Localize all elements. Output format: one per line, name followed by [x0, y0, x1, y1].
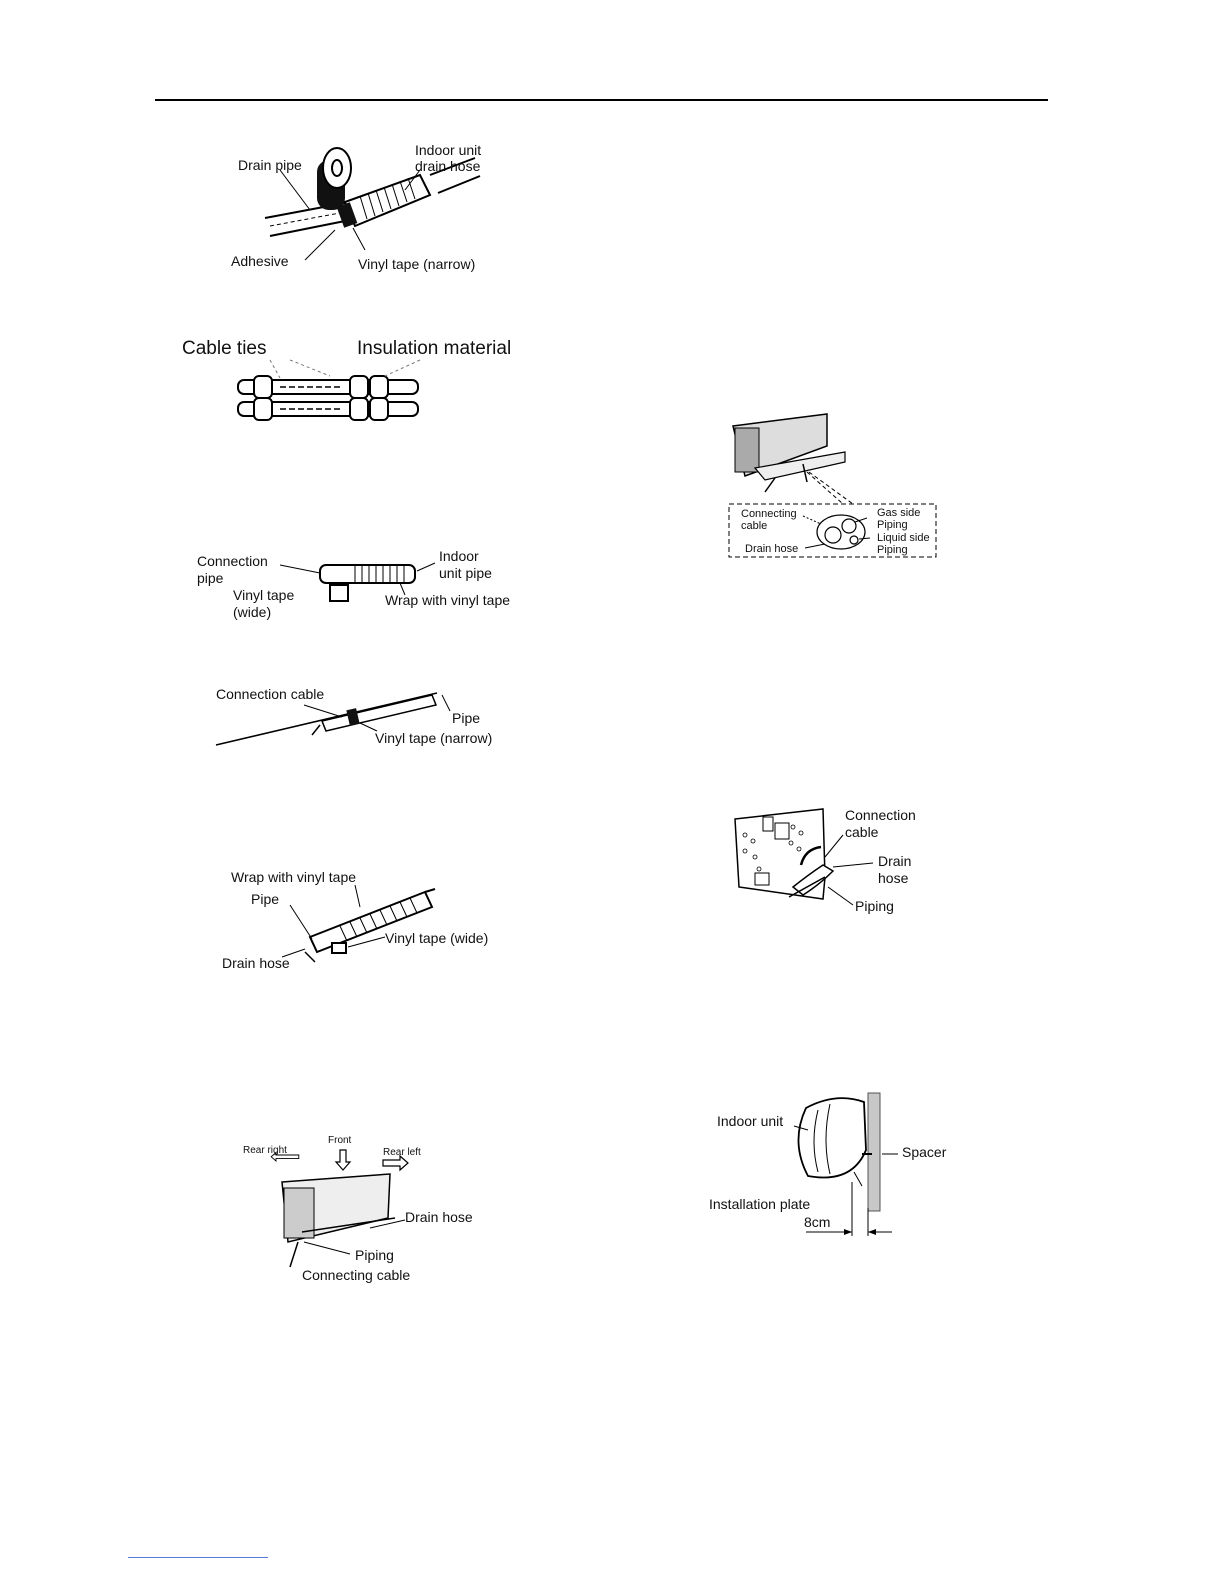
label-indoor: Indoor	[439, 548, 479, 564]
figure-piping-cross-section: Connecting cable Gas side Piping Liquid …	[725, 412, 940, 560]
label-spacer: Spacer	[902, 1144, 947, 1160]
label-front: Front	[328, 1135, 352, 1146]
label-cable: cable	[845, 824, 879, 840]
label-piping: Piping	[355, 1247, 394, 1263]
label-connecting: Connecting	[741, 508, 797, 520]
label-drain-hose: drain hose	[415, 158, 481, 174]
figure-installation-plate-spacing: Indoor unit Spacer Installation plate 8c…	[706, 1090, 966, 1240]
label-connecting-cable: Connecting cable	[302, 1267, 411, 1283]
figure-connection-cable: Connection cable Pipe Vinyl tape (narrow…	[212, 683, 532, 753]
figure-connection-pipe-wrap: Connection pipe Indoor unit pipe Vinyl t…	[195, 545, 535, 625]
figure-wrap-pipe-drain-hose: Wrap with vinyl tape Pipe Vinyl tape (wi…	[220, 867, 520, 977]
label-pipe: pipe	[197, 570, 224, 586]
wrap-pipe-illustration	[281, 884, 436, 963]
label-wide: (wide)	[233, 604, 272, 620]
label-drain-pipe: Drain pipe	[238, 157, 302, 173]
drain-pipe-illustration	[264, 147, 481, 261]
figure-drain-pipe-taping: Drain pipe Indoor unit drain hose Adhesi…	[225, 140, 515, 280]
figure-piping-directions: Rear right Front Rear left Drain hose Pi…	[240, 1132, 490, 1287]
label-indoor-unit: Indoor unit	[717, 1113, 784, 1129]
label-drain: Drain	[878, 853, 912, 869]
label-drain-hose: Drain hose	[222, 955, 290, 971]
label-liquid-side: Liquid side	[877, 532, 930, 544]
label-piping-liquid: Piping	[877, 544, 908, 556]
label-gas-side: Gas side	[877, 507, 921, 519]
piping-cross-section-illustration	[728, 413, 937, 558]
label-connection: Connection	[197, 553, 268, 569]
connection-cable-illustration	[215, 692, 451, 746]
label-installation-plate: Installation plate	[709, 1196, 811, 1212]
label-piping: Piping	[855, 898, 894, 914]
label-hose: hose	[878, 870, 909, 886]
connection-pipe-illustration	[279, 562, 436, 602]
label-connection: Connection	[845, 807, 916, 823]
label-unit-pipe: unit pipe	[439, 565, 492, 581]
cable-ties-illustration	[237, 359, 421, 421]
label-vinyl-tape: Vinyl tape	[233, 587, 295, 603]
label-wrap-vinyl-tape: Wrap with vinyl tape	[385, 592, 511, 608]
indoor-unit-rear-illustration	[734, 808, 874, 906]
label-rear-left: Rear left	[383, 1147, 421, 1158]
label-pipe: Pipe	[452, 710, 481, 726]
figure-cable-ties: Cable ties Insulation material	[180, 336, 550, 428]
label-drain-hose: Drain hose	[405, 1209, 473, 1225]
label-cable-ties: Cable ties	[182, 338, 267, 359]
installation-plate-illustration	[793, 1092, 898, 1236]
label-indoor-unit: Indoor unit	[415, 142, 482, 158]
label-vinyl-tape-narrow: Vinyl tape (narrow)	[375, 730, 493, 746]
figure-indoor-unit-rear: Connection cable Drain hose Piping	[733, 805, 963, 920]
label-connection-cable: Connection cable	[216, 686, 325, 702]
label-cable: cable	[741, 520, 768, 532]
label-wrap-vinyl-tape: Wrap with vinyl tape	[231, 869, 357, 885]
label-dimension-8cm: 8cm	[804, 1214, 831, 1230]
piping-directions-illustration	[270, 1149, 409, 1268]
label-pipe: Pipe	[251, 891, 280, 907]
label-vinyl-tape-wide: Vinyl tape (wide)	[385, 930, 489, 946]
label-drain-hose: Drain hose	[745, 543, 799, 555]
footer-link-underline	[128, 1557, 268, 1558]
label-vinyl-tape-narrow: Vinyl tape (narrow)	[358, 256, 476, 272]
label-piping-gas: Piping	[877, 519, 908, 531]
label-rear-right: Rear right	[243, 1145, 287, 1156]
label-insulation-material: Insulation material	[357, 338, 512, 359]
label-adhesive: Adhesive	[231, 253, 289, 269]
header-rule	[155, 99, 1048, 101]
